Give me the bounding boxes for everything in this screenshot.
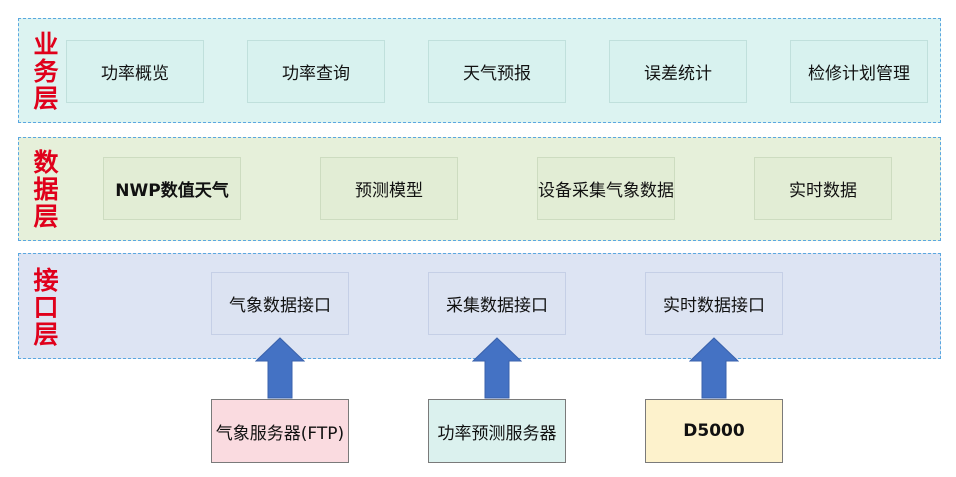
weather-server-ftp: 气象服务器(FTP) bbox=[211, 399, 349, 463]
d5000-server: D5000 bbox=[645, 399, 783, 463]
module-error-statistics: 误差统计 bbox=[609, 40, 747, 103]
module-maintenance-plan: 检修计划管理 bbox=[790, 40, 928, 103]
module-weather-forecast: 天气预报 bbox=[428, 40, 566, 103]
power-prediction-server: 功率预测服务器 bbox=[428, 399, 566, 463]
module-power-query: 功率查询 bbox=[247, 40, 385, 103]
module-prediction-model: 预测模型 bbox=[320, 157, 458, 220]
arrow-up-icon bbox=[255, 337, 305, 399]
module-power-overview: 功率概览 bbox=[66, 40, 204, 103]
module-weather-data-interface: 气象数据接口 bbox=[211, 272, 349, 335]
module-realtime-data-interface: 实时数据接口 bbox=[645, 272, 783, 335]
module-nwp-weather: NWP数值天气 bbox=[103, 157, 241, 220]
data-layer-label: 数据层 bbox=[33, 148, 59, 231]
arrow-up-icon bbox=[472, 337, 522, 399]
arrow-up-icon bbox=[689, 337, 739, 399]
interface-layer-label: 接口层 bbox=[33, 266, 59, 349]
module-collect-data-interface: 采集数据接口 bbox=[428, 272, 566, 335]
module-realtime-data: 实时数据 bbox=[754, 157, 892, 220]
business-layer-label: 业务层 bbox=[33, 30, 59, 113]
module-device-weather-data: 设备采集气象数据 bbox=[537, 157, 675, 220]
